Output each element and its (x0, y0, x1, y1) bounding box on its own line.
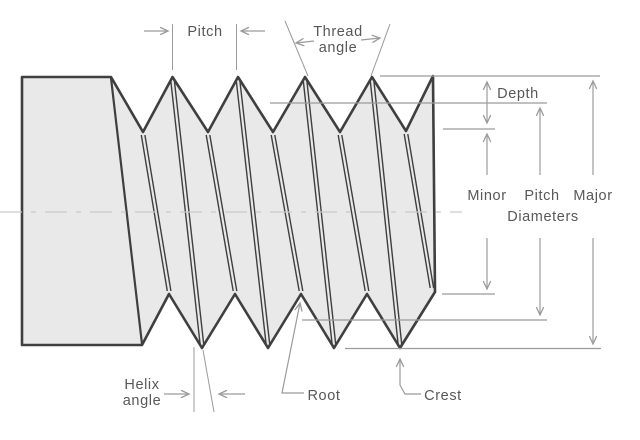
label-helix-angle-line2: angle (123, 393, 161, 409)
helix-angle-dimension (164, 347, 245, 413)
label-pitch-diameter: Pitch (524, 188, 559, 204)
label-thread-angle-line2: angle (319, 40, 357, 56)
thread-angle-arrow-right (360, 34, 382, 43)
label-major-diameter: Major (573, 188, 612, 204)
diameter-arrows (482, 79, 598, 346)
root-leader-line (281, 301, 304, 394)
thread-angle-slant-left (284, 20, 309, 77)
thread-angle-slant-right (370, 23, 391, 77)
label-thread-angle-line1: Thread (313, 24, 363, 40)
label-depth: Depth (497, 86, 539, 102)
label-root: Root (307, 388, 340, 404)
label-pitch: Pitch (187, 24, 222, 40)
label-helix-angle-line1: Helix (124, 377, 159, 393)
thread-angle-dimension (284, 20, 391, 77)
crest-leader-line (395, 357, 421, 395)
label-minor-diameter: Minor (467, 188, 506, 204)
root-helix-lines (140, 133, 435, 292)
thread-angle-arrow-left (294, 38, 315, 47)
helix-angle-slant-line (202, 349, 215, 413)
label-crest: Crest (424, 388, 462, 404)
thread-runout-line (109, 76, 144, 346)
pitch-dimension (144, 24, 265, 70)
diameter-reference-lines (270, 75, 601, 350)
label-diameters: Diameters (507, 209, 578, 225)
